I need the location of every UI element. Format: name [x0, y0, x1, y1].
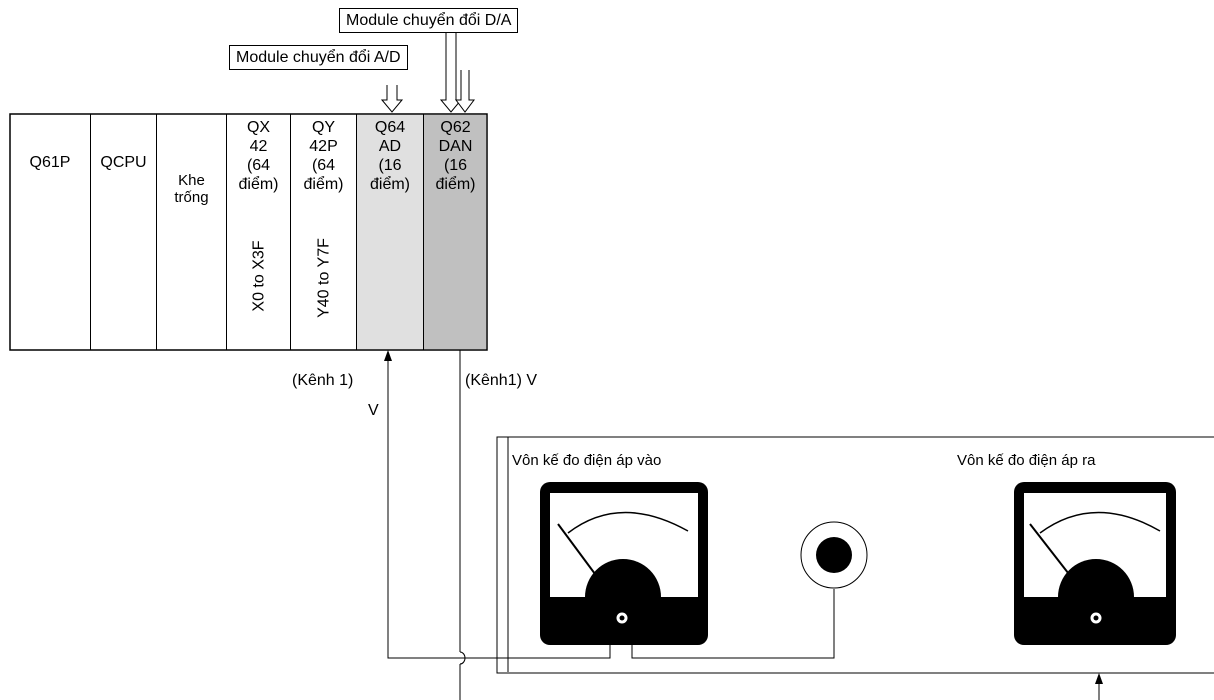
slot-text: (16 — [378, 157, 402, 174]
slot-text: (16 — [443, 157, 468, 174]
slot-q61p: Q61P — [10, 114, 90, 350]
voltage-knob[interactable] — [800, 521, 868, 589]
slot-text: Q62 — [440, 119, 471, 136]
da-channel-label: (Kênh1) V — [465, 372, 538, 389]
slot-text: AD — [378, 138, 402, 155]
slot-text: QX — [246, 119, 271, 136]
slot-text: Q61P — [29, 154, 71, 171]
meter-panel — [496, 436, 1214, 674]
slot-text: trống — [174, 189, 209, 206]
slot-text: 42P — [309, 138, 338, 155]
ad-voltage-label: V — [368, 402, 379, 419]
slot-q64ad: Q64 AD (16 điểm) — [356, 114, 423, 350]
slot-qx42: QX 42 (64 điểm) X0 to X3F — [226, 114, 290, 350]
output-range-label: Y40 to Y7F — [315, 238, 332, 318]
ad-channel-label: (Kênh 1) — [292, 372, 354, 389]
ad-slot-fill — [356, 115, 423, 349]
input-range-label: X0 to X3F — [250, 240, 267, 312]
ad-input-arrowhead — [384, 350, 392, 361]
input-meter-title: Vôn kế đo điện áp vào — [512, 452, 662, 469]
slot-text: QY — [311, 119, 336, 136]
meter-to-knob-wire — [631, 589, 835, 659]
output-meter-title: Vôn kế đo điện áp ra — [957, 452, 1096, 469]
slot-text: điểm) — [238, 176, 279, 193]
da-module-label: Module chuyển đổi D/A — [339, 8, 519, 33]
slot-text: Q64 — [374, 119, 406, 136]
ad-input-wire — [387, 355, 611, 659]
slot-text: Khe — [178, 172, 205, 189]
slot-empty: Khe trống — [156, 114, 226, 350]
ad-arrow — [380, 85, 404, 113]
da-arrow-2 — [455, 70, 475, 113]
slot-text: điểm) — [435, 176, 476, 193]
slot-q62dan: Q62 DAN (16 điểm) — [423, 114, 487, 350]
da-meter-arrowhead — [1095, 673, 1103, 684]
slot-text: (64 — [246, 157, 271, 174]
da-slot-fill — [423, 115, 486, 349]
slot-text: điểm) — [303, 176, 344, 193]
hollow-arrows — [380, 30, 475, 113]
slot-text: QCPU — [100, 154, 147, 171]
slot-text: điểm) — [369, 176, 410, 193]
wire-crossover — [459, 651, 466, 665]
slot-text: DAN — [438, 138, 473, 155]
slot-text: 42 — [249, 138, 268, 155]
slot-text: (64 — [311, 157, 336, 174]
slot-qy42p: QY 42P (64 điểm) Y40 to Y7F — [290, 114, 356, 350]
output-voltmeter — [1014, 482, 1176, 645]
plc-rack-outline — [9, 113, 488, 351]
input-voltmeter — [540, 482, 708, 645]
slot-qcpu: QCPU — [90, 114, 156, 350]
ad-module-label: Module chuyển đổi A/D — [229, 45, 408, 70]
